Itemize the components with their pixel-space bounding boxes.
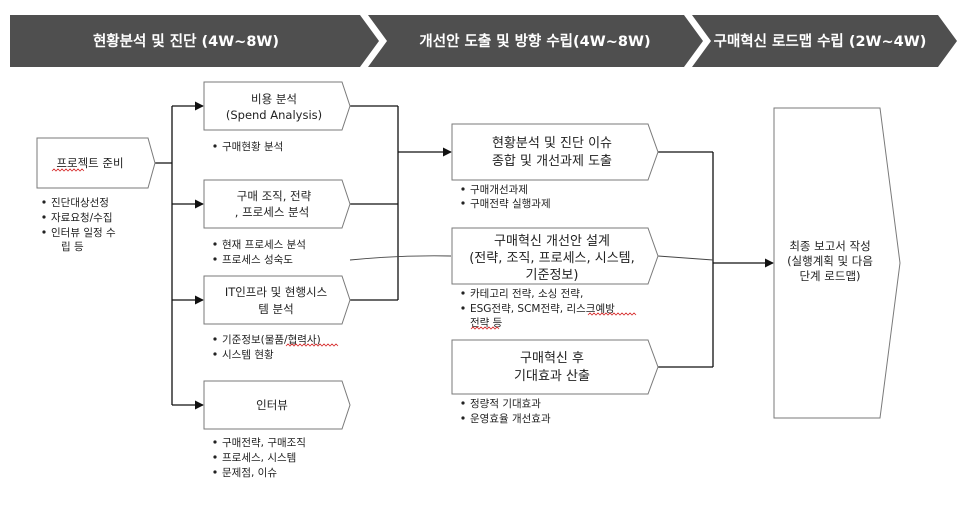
analysis-bullet: 프로세스, 시스템 [222,452,296,464]
improvement-bullet: 운영효율 개선효과 [470,413,551,425]
prep-bullet: 인터뷰 일정 수 [51,226,116,239]
analysis-step-organization: 구매 조직, 전략 , 프로세스 분석 현재 프로세스 분석 프로세스 성숙도 [203,179,351,266]
prep-bullet: 진단대상선정 [51,197,109,209]
analysis-box [203,179,351,229]
prep-bullets: 진단대상선정 자료요청/수집 인터뷰 일정 수 립 등 [42,197,116,253]
analysis-box [203,81,351,131]
improvement-label: 종합 및 개선과제 도출 [492,154,612,169]
improvement-bullet: 전략 등 [470,317,503,329]
analysis-box [203,380,351,430]
analysis-label: (Spend Analysis) [226,108,322,122]
analysis-bullet: 구매현황 분석 [222,141,283,153]
analysis-bullet: 문제점, 이슈 [222,467,277,479]
improvement-bullet: 구매전략 실행과제 [470,198,551,210]
final-label: 단계 로드맵) [799,269,860,283]
final-label: (실행계획 및 다음 [787,254,873,268]
analysis-step-it: IT인프라 및 현행시스 템 분석 기준정보(물품/협력사) 시스템 현황 [203,275,351,361]
final-step: 최종 보고서 작성 (실행계획 및 다음 단계 로드맵) [773,107,901,419]
analysis-label: , 프로세스 분석 [235,205,309,219]
improvement-bullet: 구매개선과제 [470,184,528,196]
analysis-step-interview: 인터뷰 구매전략, 구매조직 프로세스, 시스템 문제점, 이슈 [203,380,351,479]
phase-1-chevron [10,15,379,67]
analysis-box [203,275,351,325]
analysis-label: IT인프라 및 현행시스 [225,285,327,299]
analysis-label: 인터뷰 [256,398,288,412]
analysis-bullet: 구매전략, 구매조직 [222,437,306,449]
improvement-label: 현황분석 및 진단 이슈 [492,136,612,151]
prep-bullet: 자료요청/수집 [51,212,113,224]
improvement-label: (전략, 조직, 프로세스, 시스템, [469,251,635,266]
improvement-step-effect: 구매혁신 후 기대효과 산출 정량적 기대효과 운영효율 개선효과 [451,339,659,425]
improvement-box [451,339,659,395]
analysis-label: 비용 분석 [251,92,297,106]
prep-label: 프로젝트 준비 [56,156,123,170]
final-box [773,107,901,419]
spellcheck-underline [285,343,339,347]
phase-3-label: 구매혁신 로드맵 수립 (2W~4W) [714,32,927,50]
analysis-bullet: 기준정보(물품/협력사) [222,333,321,346]
phase-bar: 현황분석 및 진단 (4W~8W) 개선안 도출 및 방향 수립(4W~8W) … [10,15,957,67]
final-label: 최종 보고서 작성 [789,239,870,253]
improvement-label: 구매혁신 개선안 설계 [494,234,610,249]
analysis-bullet: 현재 프로세스 분석 [222,239,306,251]
improvement-bullet: ESG전략, SCM전략, 리스크예방 [470,302,615,315]
analysis-label: 템 분석 [258,302,293,316]
improvement-label: 기대효과 산출 [514,369,590,384]
phase-2-chevron [368,15,703,67]
prep-step: 프로젝트 준비 진단대상선정 자료요청/수집 인터뷰 일정 수 립 등 [36,137,156,253]
improvement-label: 기준정보) [526,268,579,283]
analysis-bullet: 시스템 현황 [222,349,274,361]
spellcheck-underline [51,168,85,172]
analysis-step-spend: 비용 분석 (Spend Analysis) 구매현황 분석 [203,81,351,153]
analysis-bullet: 프로세스 성숙도 [222,254,293,266]
phase-2-label: 개선안 도출 및 방향 수립(4W~8W) [419,32,650,50]
improvement-box [451,227,659,285]
prep-box [36,137,156,189]
phase-3-chevron [692,15,957,67]
spellcheck-underline [587,312,637,316]
improvement-step-design: 구매혁신 개선안 설계 (전략, 조직, 프로세스, 시스템, 기준정보) 카테… [451,227,659,330]
improvement-label: 구매혁신 후 [520,351,584,366]
phase-1-label: 현황분석 및 진단 (4W~8W) [93,32,279,50]
prep-bullet: 립 등 [61,240,84,253]
improvement-bullet: 정량적 기대효과 [470,398,541,410]
improvement-bullet: 카테고리 전략, 소싱 전략, [470,288,583,300]
improvement-step-issues: 현황분석 및 진단 이슈 종합 및 개선과제 도출 구매개선과제 구매전략 실행… [451,123,659,210]
analysis-label: 구매 조직, 전략 [237,189,312,203]
improvement-box [451,123,659,181]
spellcheck-underline [470,326,500,330]
